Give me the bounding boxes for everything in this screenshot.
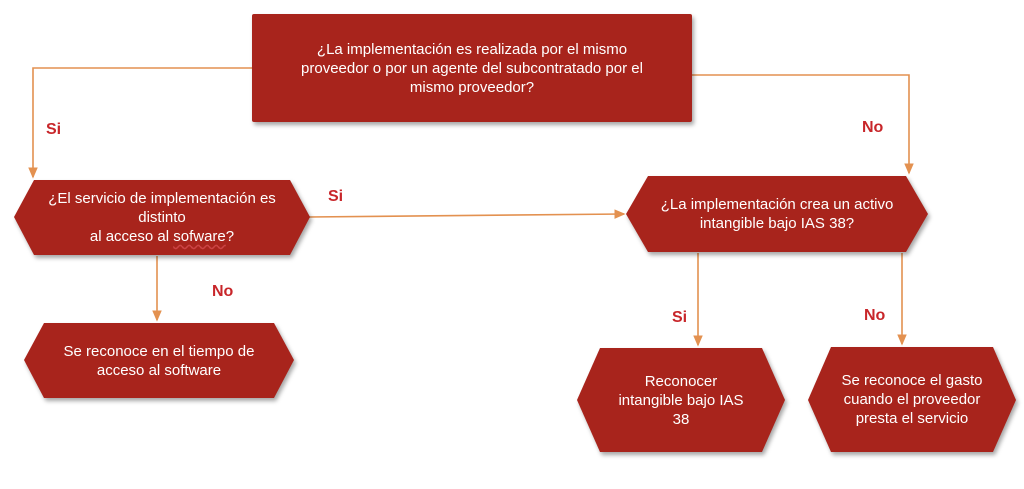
node-r3-text: Se reconoce el gasto cuando el proveedor… <box>841 372 983 427</box>
edge-label-q2-si: Si <box>328 188 344 205</box>
node-r2-text: Reconocer intangible bajo IAS 38 <box>618 372 744 428</box>
node-q2-line2c: ? <box>225 228 235 245</box>
node-r1-shape <box>24 323 294 398</box>
node-q2-line2a: al acceso al <box>89 228 174 245</box>
node-q2-line1: ¿El servicio de implementación es distin… <box>48 190 276 226</box>
node-r1-text: Se reconoce en el tiempo de acceso al so… <box>63 342 255 379</box>
connector-q1-si <box>28 67 252 179</box>
edge-label-q3-si: Si <box>672 309 688 326</box>
edge-label-q1-no: No <box>862 119 884 136</box>
node-q3-text: ¿La implementación crea un activo intang… <box>660 196 894 232</box>
edge-label-q1-si: Si <box>46 121 62 138</box>
node-r2-shape <box>577 348 785 452</box>
node-q2-shape <box>14 180 310 255</box>
node-q2-text: ¿El servicio de implementación es distin… <box>44 180 280 255</box>
connector-q1-no <box>692 74 914 175</box>
edge-label-q3-no: No <box>864 307 886 324</box>
node-q3-shape <box>626 176 928 252</box>
node-q2-line2: al acceso al sofware? <box>90 227 234 246</box>
node-q1-text: ¿La implementación es realizada por el m… <box>301 40 643 96</box>
node-r3-shape <box>808 347 1016 452</box>
connector-q2-si <box>307 209 626 219</box>
misspelled-word: sofware <box>173 228 226 245</box>
node-q1-shape <box>252 14 692 122</box>
edge-label-q2-no: No <box>212 283 234 300</box>
